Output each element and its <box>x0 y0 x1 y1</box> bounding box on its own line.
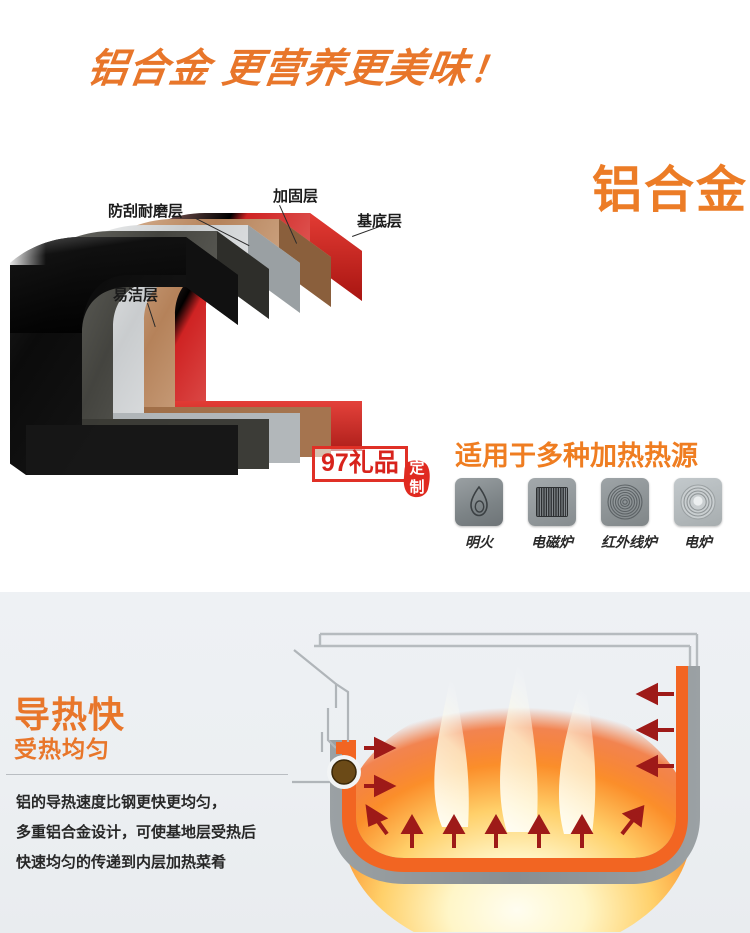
heat-source-label: 红外线炉 <box>601 534 657 550</box>
watermark-97lipin: 97礼品 <box>312 446 408 483</box>
electric-burner-icon <box>674 478 722 526</box>
arrow-right-group <box>364 736 397 798</box>
alloy-badge-text: 铝合金 <box>592 162 748 218</box>
layer-label-reinforcement: 加固层 <box>273 188 319 205</box>
page-headline: 铝合金更营养更美味！ <box>84 36 512 94</box>
layer-label-easy-clean: 易洁层 <box>113 287 159 304</box>
heat-source-item-infrared: 红外线炉 <box>601 478 657 552</box>
heat-arrows <box>364 682 674 848</box>
heat-source-label: 明火 <box>465 534 493 550</box>
layer-structure-illustration <box>10 205 470 555</box>
rivet-heat-spot <box>336 742 354 754</box>
seal-shape <box>403 460 430 498</box>
pot-handle-bracket <box>292 649 350 784</box>
heat-source-label: 电炉 <box>684 534 712 550</box>
headline-exclamation: ！ <box>467 49 511 90</box>
section-body-copy: 铝的导热速度比钢更快更均匀， 多重铝合金设计，可使基地层受热后 快速均匀的传递到… <box>16 788 296 878</box>
infrared-rings-icon <box>601 478 649 526</box>
arrow-diagonal-group <box>365 804 645 836</box>
body-line-3: 快速均匀的传递到内层加热菜肴 <box>16 854 227 871</box>
pot-rivet <box>327 755 361 789</box>
seal-char-1: 定 <box>409 460 425 477</box>
flame-icon <box>455 478 503 526</box>
arrow-up-group <box>400 813 594 848</box>
induction-coil-icon <box>528 478 576 526</box>
heat-source-label: 电磁炉 <box>531 534 573 550</box>
headline-part-2: 更营养更美味 <box>219 47 472 91</box>
section-title-fast-conduction: 导热快 <box>14 694 126 735</box>
layer-label-base: 基底层 <box>357 213 403 230</box>
pot-inner-heat-layer <box>342 666 688 872</box>
custom-order-seal: 定 制 <box>402 459 432 499</box>
alloy-structure-section: 铝合金更营养更美味！ 铝合金 <box>10 36 748 555</box>
body-line-2: 多重铝合金设计，可使基地层受热后 <box>16 824 257 841</box>
heat-source-item-electric: 电炉 <box>674 478 722 552</box>
heat-sources-row: 明火 <box>455 478 722 552</box>
body-line-1: 铝的导热速度比钢更快更均匀， <box>16 794 227 811</box>
heat-source-item-induction: 电磁炉 <box>528 478 576 552</box>
title-divider <box>6 774 288 775</box>
seal-char-2: 制 <box>409 479 425 496</box>
section-subtitle-even-heating: 受热均匀 <box>14 736 110 762</box>
heat-conduction-section: 导热快 受热均匀 铝的导热速度比钢更快更均匀， 多重铝合金设计，可使基地层受热后… <box>0 592 750 933</box>
arrow-left-group <box>635 682 674 778</box>
pot-lid-lines <box>314 632 699 674</box>
headline-part-1: 铝合金 <box>84 47 214 91</box>
heat-sources-title: 适用于多种加热热源 <box>455 441 698 471</box>
heat-source-item-open-flame: 明火 <box>455 478 503 552</box>
pot-cross-section-illustration <box>292 612 742 932</box>
layer-label-scratch-resistant: 防刮耐磨层 <box>108 203 184 220</box>
